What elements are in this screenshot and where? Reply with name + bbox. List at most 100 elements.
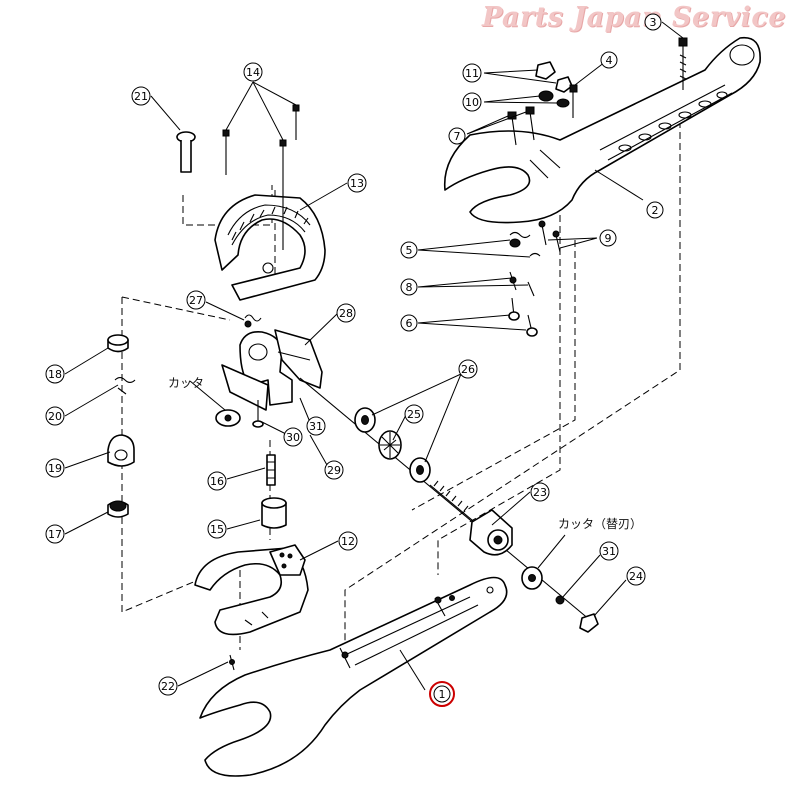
- leader-lines: [64, 21, 684, 691]
- part-19-clip: [107, 434, 135, 467]
- callout-15[interactable]: 15: [207, 519, 227, 539]
- svg-text:17: 17: [48, 528, 62, 541]
- svg-text:19: 19: [48, 462, 62, 475]
- part-18-nut: [107, 334, 129, 353]
- callout-31-upper[interactable]: 31: [306, 416, 326, 436]
- callout-31-lower[interactable]: 31: [599, 541, 619, 561]
- callout-12[interactable]: 12: [338, 531, 358, 551]
- part-5-springs: [509, 231, 541, 257]
- callout-5[interactable]: 5: [400, 241, 418, 259]
- part-10-washers: [538, 90, 570, 108]
- svg-text:31: 31: [602, 545, 616, 558]
- callout-22[interactable]: 22: [158, 676, 178, 696]
- part-24-nut: [579, 613, 599, 633]
- part-13-clamp-housing: [214, 194, 326, 301]
- callout-4[interactable]: 4: [600, 51, 618, 69]
- cutter-blade: [521, 566, 543, 590]
- callouts: 1 2 3 4 5 6 7 8 9 10 11 12 13 14 15 16 1…: [45, 13, 664, 707]
- part-26-washer-a: [354, 407, 376, 433]
- svg-text:12: 12: [341, 535, 355, 548]
- callout-30[interactable]: 30: [283, 427, 303, 447]
- callout-20[interactable]: 20: [45, 406, 65, 426]
- callout-3[interactable]: 3: [644, 13, 662, 31]
- svg-text:4: 4: [606, 54, 613, 67]
- part-1-wrench-body: [199, 576, 508, 777]
- caption-cutter-blade: カッタ（替刃）: [558, 517, 642, 531]
- svg-text:27: 27: [189, 294, 203, 307]
- cutter-left: [215, 409, 241, 427]
- svg-text:24: 24: [629, 570, 643, 583]
- part-3-screw: [678, 37, 688, 90]
- callout-26[interactable]: 26: [458, 359, 478, 379]
- part-21-pin: [176, 131, 196, 173]
- svg-text:8: 8: [406, 281, 413, 294]
- callout-1[interactable]: 1: [429, 681, 455, 707]
- part-11-nuts: [535, 61, 573, 93]
- svg-text:2: 2: [652, 204, 659, 217]
- svg-text:29: 29: [327, 464, 341, 477]
- svg-text:7: 7: [454, 130, 461, 143]
- svg-text:9: 9: [605, 232, 612, 245]
- part-17-washer: [107, 500, 129, 518]
- caption-cutter: カッタ: [168, 376, 204, 390]
- part-8-pins: [509, 271, 535, 297]
- part-23-worm-shaft: [429, 480, 513, 556]
- callout-2[interactable]: 2: [646, 201, 664, 219]
- callout-13[interactable]: 13: [347, 173, 367, 193]
- callout-27[interactable]: 27: [186, 290, 206, 310]
- svg-text:6: 6: [406, 317, 413, 330]
- callout-9[interactable]: 9: [599, 229, 617, 247]
- svg-text:28: 28: [339, 307, 353, 320]
- callout-28[interactable]: 28: [336, 303, 356, 323]
- callout-21[interactable]: 21: [131, 86, 151, 106]
- callout-6[interactable]: 6: [400, 314, 418, 332]
- svg-text:23: 23: [533, 486, 547, 499]
- svg-text:11: 11: [465, 67, 479, 80]
- callout-14[interactable]: 14: [243, 62, 263, 82]
- callout-24[interactable]: 24: [626, 566, 646, 586]
- callout-18[interactable]: 18: [45, 364, 65, 384]
- svg-text:14: 14: [246, 66, 260, 79]
- part-27-spring: [244, 314, 262, 328]
- callout-19[interactable]: 19: [45, 458, 65, 478]
- part-28-bracket: [221, 329, 323, 411]
- part-26-washer-b: [409, 457, 431, 483]
- part-4-screw: [569, 84, 578, 118]
- callout-11[interactable]: 11: [462, 63, 482, 83]
- callout-8[interactable]: 8: [400, 278, 418, 296]
- svg-text:10: 10: [465, 96, 479, 109]
- watermark: Parts Japan Service: [481, 2, 786, 33]
- svg-text:1: 1: [439, 688, 446, 701]
- svg-text:5: 5: [406, 244, 413, 257]
- svg-text:21: 21: [134, 90, 148, 103]
- part-15-sleeve: [261, 497, 287, 529]
- svg-text:13: 13: [350, 177, 364, 190]
- svg-text:26: 26: [461, 363, 475, 376]
- part-2-wrench-upper: [443, 36, 761, 224]
- part-16-pin: [266, 454, 276, 486]
- callout-23[interactable]: 23: [530, 482, 550, 502]
- part-6-pins: [508, 297, 538, 337]
- part-20-spring: [114, 376, 136, 395]
- svg-text:16: 16: [210, 475, 224, 488]
- part-12-lower-clamp: [194, 544, 309, 636]
- svg-text:31: 31: [309, 420, 323, 433]
- part-22-pin: [229, 654, 235, 671]
- svg-text:18: 18: [48, 368, 62, 381]
- svg-text:15: 15: [210, 523, 224, 536]
- svg-text:22: 22: [161, 680, 175, 693]
- callout-29[interactable]: 29: [324, 460, 344, 480]
- part-25-gear: [378, 430, 402, 460]
- callout-7[interactable]: 7: [448, 127, 466, 145]
- part-9-pins: [538, 220, 561, 253]
- callout-17[interactable]: 17: [45, 524, 65, 544]
- svg-text:30: 30: [286, 431, 300, 444]
- callout-16[interactable]: 16: [207, 471, 227, 491]
- svg-text:3: 3: [650, 16, 657, 29]
- svg-text:20: 20: [48, 410, 62, 423]
- callout-25[interactable]: 25: [404, 404, 424, 424]
- callout-10[interactable]: 10: [462, 92, 482, 112]
- svg-text:25: 25: [407, 408, 421, 421]
- part-30-screw: [252, 400, 264, 428]
